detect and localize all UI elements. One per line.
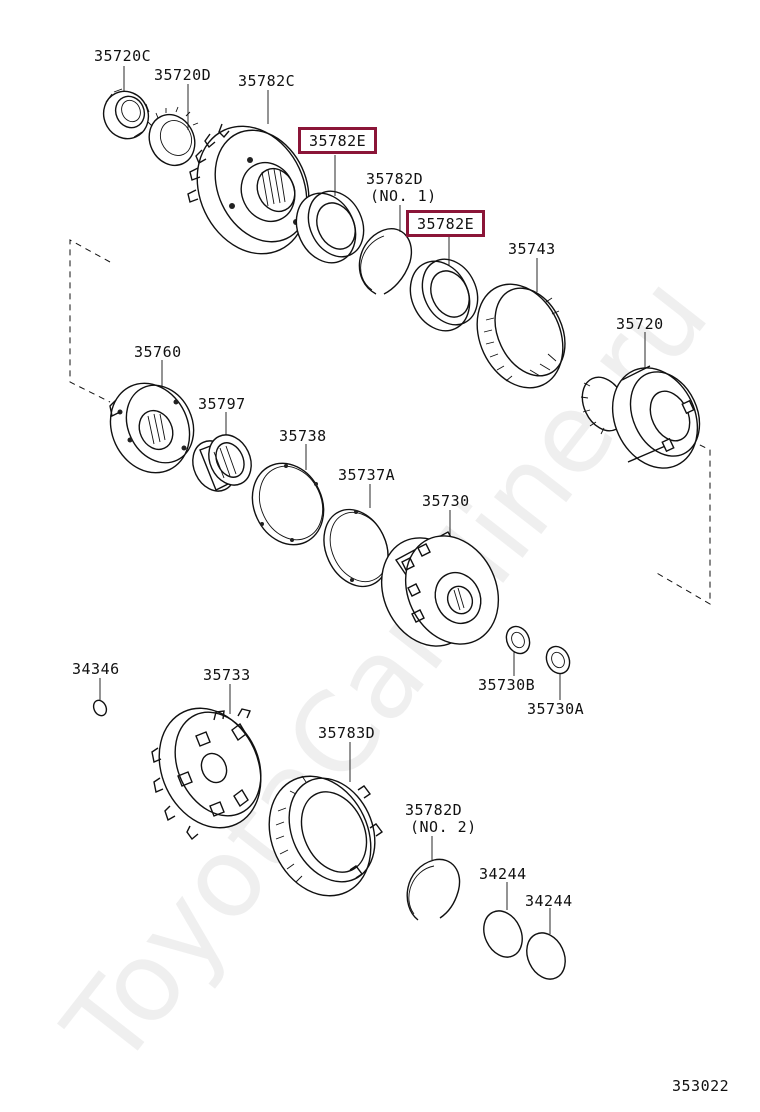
part-35782D-snap-ring-1 bbox=[358, 228, 413, 295]
part-35720D-lock-washer bbox=[147, 106, 199, 167]
label-35720C: 35720C bbox=[94, 47, 152, 65]
label-34244-2: 34244 bbox=[525, 892, 573, 910]
part-34346-o-ring bbox=[92, 699, 108, 717]
label-35782D-no2: 35782D bbox=[405, 801, 463, 819]
label-35730: 35730 bbox=[422, 492, 470, 510]
label-34346: 34346 bbox=[72, 660, 120, 678]
part-35720C-nut bbox=[102, 88, 150, 140]
label-35733: 35733 bbox=[203, 666, 251, 684]
label-35782D-no1-sub: (NO. 1) bbox=[370, 187, 437, 205]
label-35720D: 35720D bbox=[154, 66, 212, 84]
part-34244-o-ring-1 bbox=[483, 910, 523, 958]
part-35760-hub bbox=[109, 382, 195, 474]
part-35737A-thrust-washer bbox=[323, 508, 389, 588]
part-35782D-snap-ring-2 bbox=[406, 858, 461, 921]
leader-lines bbox=[99, 66, 646, 934]
part-35782C-gear bbox=[187, 123, 310, 255]
label-35720: 35720 bbox=[616, 315, 664, 333]
part-35738-thrust-washer bbox=[251, 462, 325, 546]
label-35783D: 35783D bbox=[318, 724, 376, 742]
label-34244-1: 34244 bbox=[479, 865, 527, 883]
label-35730A: 35730A bbox=[527, 700, 585, 718]
part-35743-ring-gear bbox=[476, 283, 566, 389]
label-35737A: 35737A bbox=[338, 466, 396, 484]
part-35730-clutch-drum bbox=[380, 531, 500, 647]
label-35730B: 35730B bbox=[478, 676, 536, 694]
label-35782E-highlighted-1: 35782E bbox=[298, 127, 378, 154]
part-35797-needle-bearing bbox=[192, 434, 252, 492]
part-35730B-washer bbox=[505, 625, 531, 655]
label-35782D-no1: 35782D bbox=[366, 170, 424, 188]
label-35782E-highlighted-2: 35782E bbox=[406, 210, 486, 237]
part-35782E-bearing-2 bbox=[409, 258, 479, 332]
label-35782C: 35782C bbox=[238, 72, 296, 90]
assembly-guide-lines bbox=[69, 239, 711, 605]
part-35720-planetary-assembly bbox=[580, 365, 701, 469]
figure-number: 353022 bbox=[672, 1077, 730, 1095]
part-35783D-ring-gear bbox=[268, 775, 384, 897]
label-35760: 35760 bbox=[134, 343, 182, 361]
label-35782D-no2-sub: (NO. 2) bbox=[410, 818, 477, 836]
part-35782E-bearing-1 bbox=[295, 190, 365, 264]
label-35797: 35797 bbox=[198, 395, 246, 413]
label-35743: 35743 bbox=[508, 240, 556, 258]
part-35730A-washer bbox=[545, 645, 571, 675]
part-34244-o-ring-2 bbox=[526, 932, 566, 980]
part-35733-sun-gear-drum bbox=[151, 707, 262, 841]
label-35738: 35738 bbox=[279, 427, 327, 445]
